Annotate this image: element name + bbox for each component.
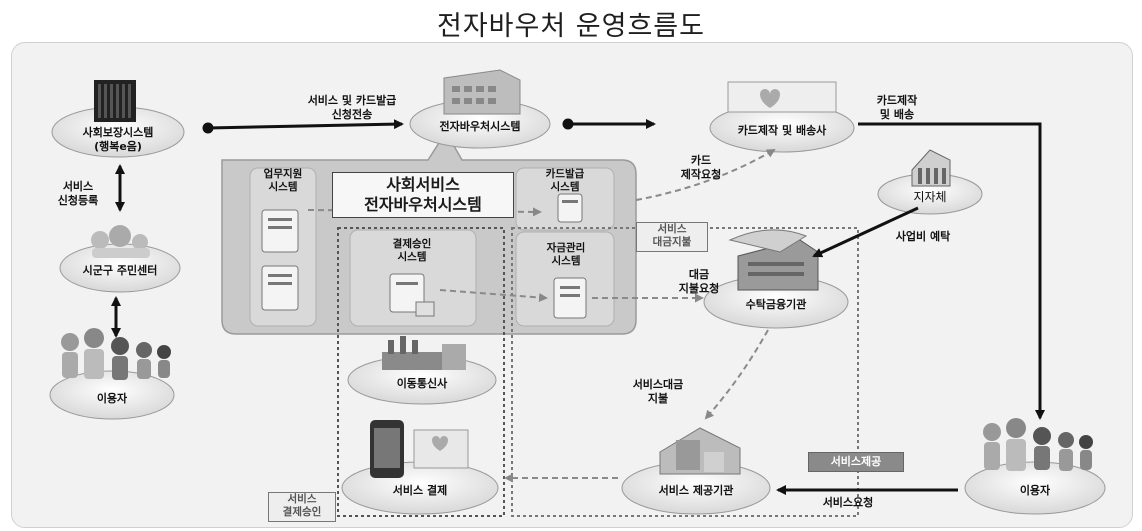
smartphone-icon (370, 420, 469, 478)
service-fee-pay-label: 서비스대금 지불 (632, 378, 684, 405)
fund-management-label: 자금관리 시스템 (546, 242, 586, 267)
business-support-label: 업무지원 시스템 (263, 168, 303, 193)
service-card-request-label: 서비스 및 카드발급 신청전송 (307, 94, 397, 121)
service-apply-label: 서비스 신청등록 (57, 180, 99, 207)
card-sheet-icon (727, 81, 837, 113)
payment-region-box (337, 227, 505, 517)
central-system-title: 사회서비스 전자바우처시스템 (364, 175, 482, 214)
business-deposit-label: 사업비 예탁 (895, 230, 951, 243)
service-payment-label: 서비스 결제 (392, 484, 448, 497)
card-maker-label: 카드제작 및 배송사 (737, 124, 827, 137)
user-left-label: 이용자 (96, 392, 128, 405)
server-icon-2 (261, 265, 299, 311)
server-icon-4 (389, 273, 435, 317)
community-center-label: 시군구 주민센터 (82, 264, 158, 277)
card-issue-label: 카드발급 시스템 (545, 168, 585, 193)
service-provider-label: 서비스 제공기관 (658, 484, 734, 497)
local-gov-label: 지자체 (913, 190, 947, 204)
telecom-building-icon (382, 336, 466, 370)
family-icon-right (983, 418, 1093, 471)
service-payment-approval-tag: 서비스 결제승인 (268, 492, 336, 522)
finance-building-icon (728, 229, 819, 291)
server-rack-icon (94, 80, 136, 122)
payment-request-label: 대금 지불요청 (678, 268, 720, 295)
card-make-request-label: 카드 제작요청 (680, 154, 722, 181)
trust-bank-label: 수탁금융기관 (745, 298, 807, 311)
fund-region-box (511, 227, 859, 517)
server-icon-3 (557, 193, 583, 223)
server-icon-5 (553, 277, 587, 319)
office-building-icon (443, 69, 521, 115)
diagram-title: 전자바우처 운영흐름도 (437, 11, 705, 42)
solid-connectors (111, 118, 1045, 495)
bank-building-icon (911, 149, 951, 187)
voucher-system-label: 전자바우처시스템 (439, 120, 521, 133)
central-system-box: 사회서비스 전자바우처시스템 (332, 172, 514, 218)
payment-approval-label: 결제승인 시스템 (392, 238, 432, 263)
service-request-label: 서비스요청 (822, 496, 874, 509)
service-fee-tag: 서비스 대금지불 (636, 222, 708, 252)
telecom-label: 이동통신사 (396, 377, 448, 390)
card-make-deliver-label: 카드제작 및 배송 (876, 94, 918, 121)
family-icon-left (61, 328, 171, 380)
server-icon-1 (261, 209, 299, 253)
people-group-icon (91, 225, 150, 258)
service-provide-tag: 서비스제공 (808, 452, 904, 472)
social-security-label: 사회보장시스템 (행복e음) (82, 126, 154, 153)
user-right-label: 이용자 (1019, 484, 1051, 497)
provider-building-icon (659, 427, 741, 475)
